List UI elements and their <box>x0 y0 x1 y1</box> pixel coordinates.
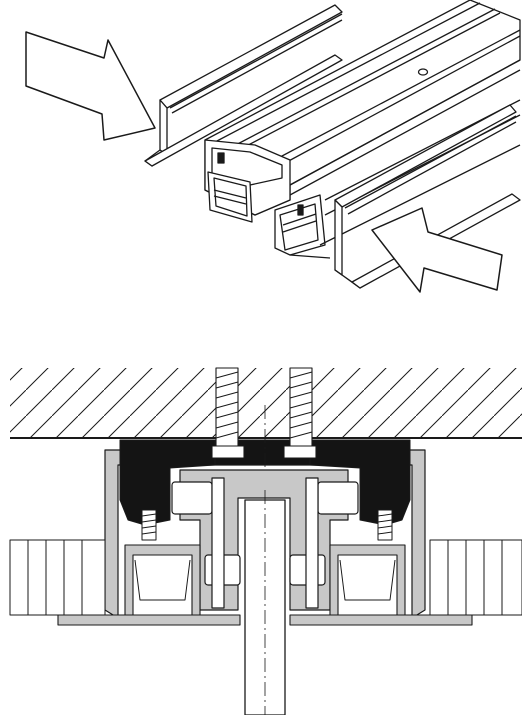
roller-left <box>171 477 241 609</box>
ceiling-panel-left <box>9 539 106 616</box>
ceiling-hatch <box>10 368 522 438</box>
main-rail <box>204 0 521 259</box>
base-flange-left <box>57 614 241 626</box>
screw-left-icon <box>211 367 245 459</box>
spring-left-icon <box>141 509 157 541</box>
cross-section <box>9 367 522 715</box>
base-flange-right <box>289 614 473 626</box>
insert-arrow-right-icon <box>371 207 503 293</box>
isometric-assembly <box>25 0 521 293</box>
spring-right-icon <box>377 509 393 541</box>
housing-profile <box>104 449 426 619</box>
ceiling-panel-right <box>429 539 522 616</box>
hanging-rod <box>244 405 286 715</box>
left-cover-strip <box>144 4 343 167</box>
mounting-hole-icon <box>417 68 429 76</box>
roller-right <box>289 477 359 609</box>
channel-left <box>124 544 201 616</box>
insert-arrow-left-icon <box>25 31 156 141</box>
channel-right <box>329 544 406 616</box>
screw-right-icon <box>283 367 317 459</box>
